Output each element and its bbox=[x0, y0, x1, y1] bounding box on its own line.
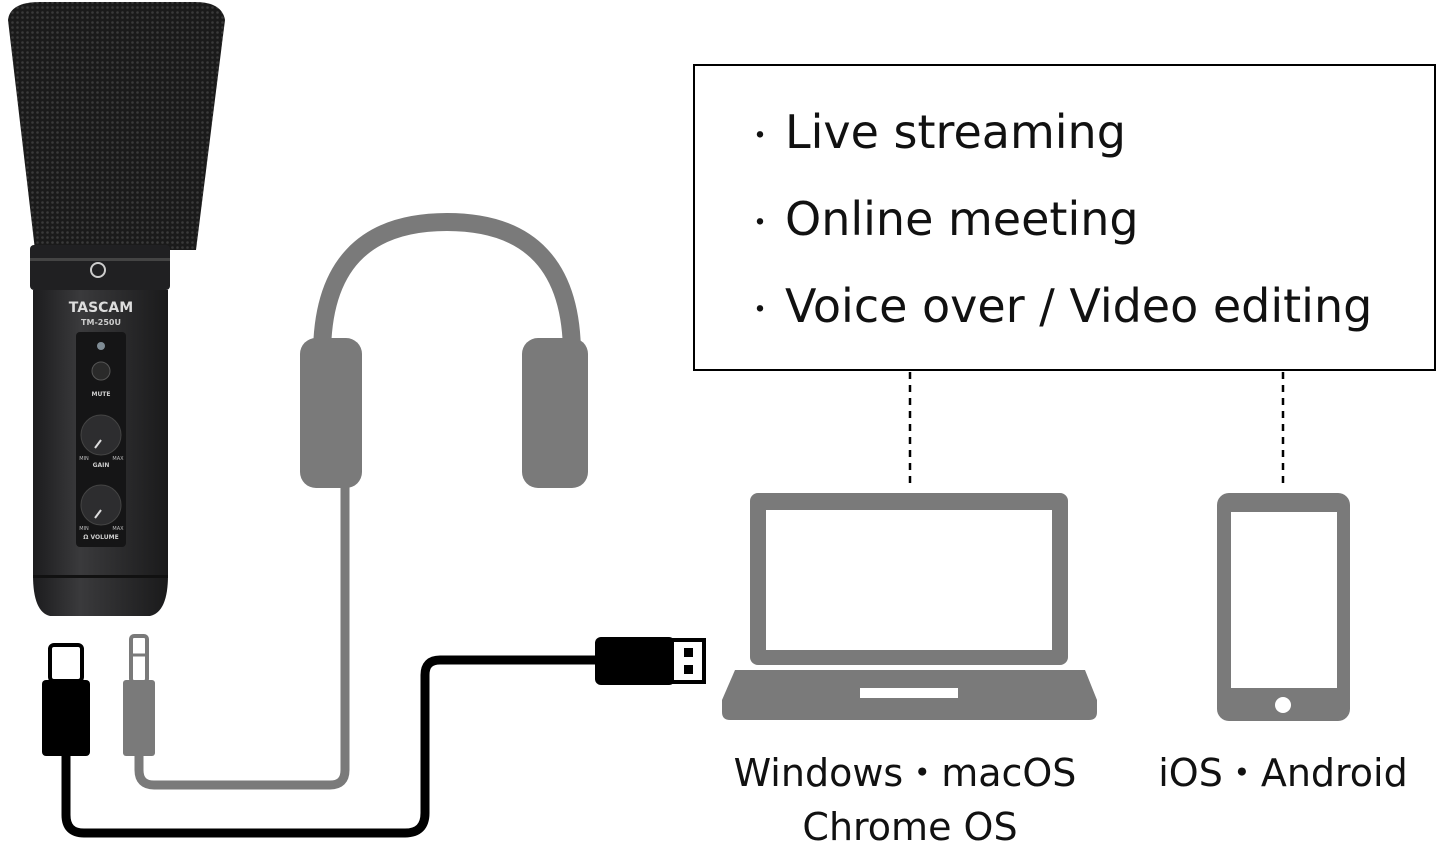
gain-knob[interactable] bbox=[80, 414, 122, 456]
uses-box: ・ Live streaming ・ Online meeting ・ Voic… bbox=[693, 64, 1436, 371]
headphones-icon bbox=[300, 212, 588, 488]
volume-max-label: MAX bbox=[112, 526, 124, 532]
usb-c-plug-icon bbox=[42, 643, 90, 756]
bullet: ・ bbox=[745, 206, 775, 241]
headphone-indicator-icon bbox=[90, 262, 106, 278]
use-item-live-streaming: Live streaming bbox=[785, 105, 1126, 159]
usb-a-plug-icon bbox=[595, 637, 706, 685]
usb-cable bbox=[61, 655, 600, 838]
mute-label: MUTE bbox=[91, 391, 110, 398]
volume-label: Ω VOLUME bbox=[83, 534, 118, 541]
use-item-online-meeting: Online meeting bbox=[785, 192, 1139, 246]
mic-model: TM-250U bbox=[81, 318, 121, 327]
mic-brand: TASCAM bbox=[69, 300, 133, 316]
mobile-os-label: iOS・Android bbox=[1158, 751, 1408, 795]
headphone-cable bbox=[134, 480, 350, 790]
use-item-voice-over: Voice over / Video editing bbox=[785, 279, 1372, 333]
gain-max-label: MAX bbox=[112, 456, 124, 462]
laptop-icon bbox=[722, 493, 1097, 720]
microphone: TASCAM TM-250U MUTE MIN MAX GAIN MIN MAX… bbox=[8, 2, 225, 616]
gain-min-label: MIN bbox=[79, 456, 89, 462]
bullet: ・ bbox=[745, 293, 775, 328]
status-led bbox=[97, 342, 105, 350]
computer-os-label: Windows・macOS bbox=[734, 751, 1077, 795]
volume-min-label: MIN bbox=[79, 526, 89, 532]
mic-grille bbox=[8, 2, 225, 250]
mic-ring bbox=[30, 245, 170, 290]
volume-knob[interactable] bbox=[80, 484, 122, 526]
mute-button[interactable] bbox=[91, 361, 111, 381]
audio-jack-icon bbox=[123, 634, 155, 756]
chrome-os-label: Chrome OS bbox=[802, 805, 1017, 848]
smartphone-icon bbox=[1217, 493, 1350, 721]
gain-label: GAIN bbox=[93, 462, 110, 469]
bullet: ・ bbox=[745, 119, 775, 154]
